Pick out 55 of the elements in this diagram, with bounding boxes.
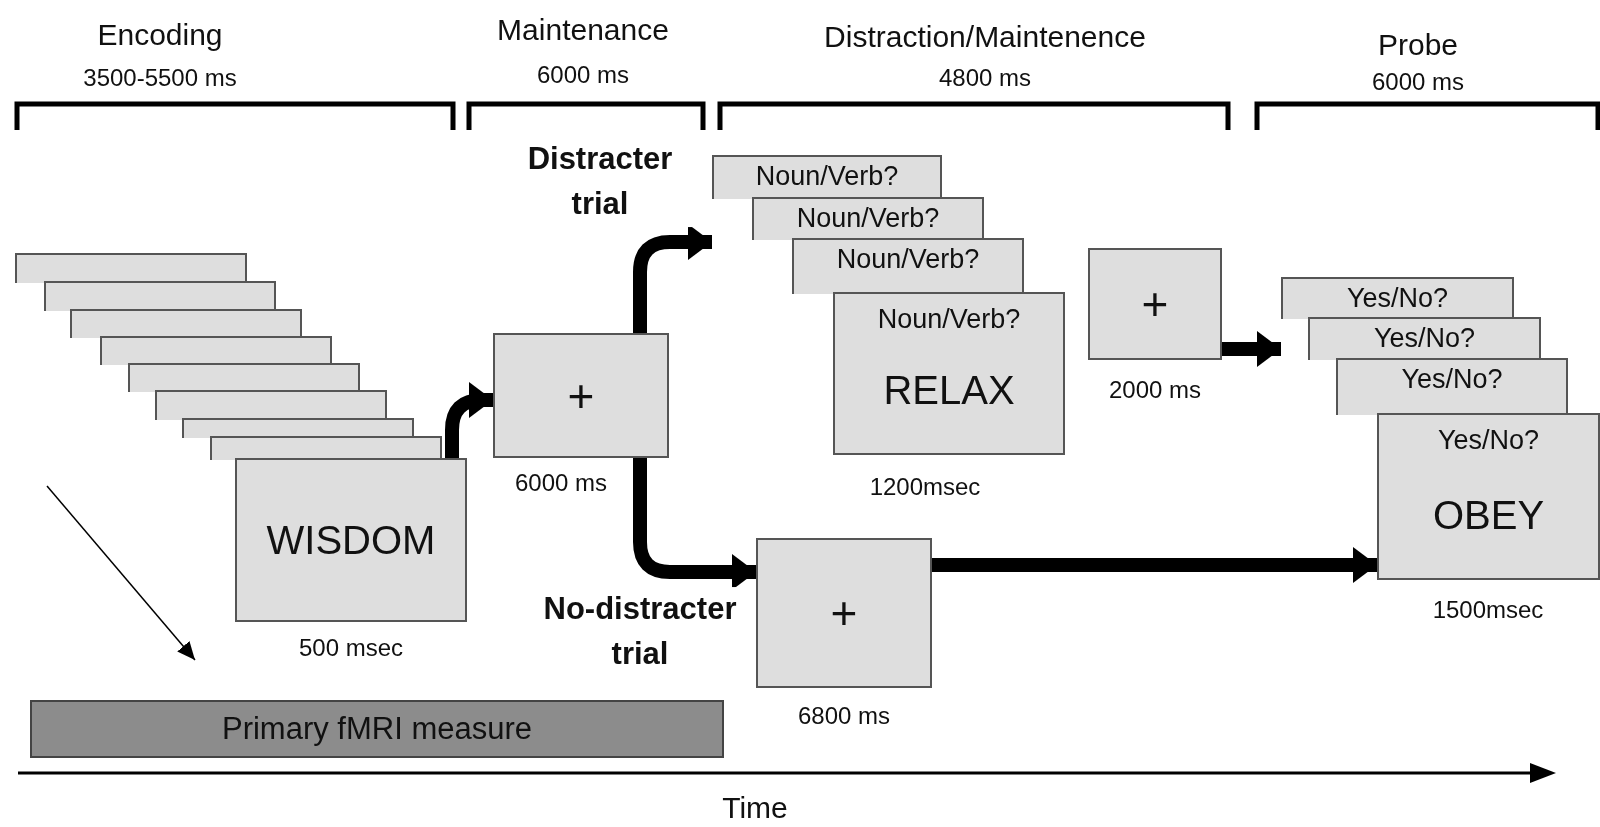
stimulus-card	[15, 253, 247, 283]
stimulus-card	[1377, 413, 1600, 580]
measure-bar	[30, 700, 724, 758]
stimulus-card	[792, 238, 1024, 294]
arrow	[445, 382, 493, 458]
duration-label: 6000 ms	[514, 469, 608, 497]
stimulus-card	[712, 155, 942, 199]
stimulus-card	[493, 333, 669, 458]
fixation-cross: +	[829, 586, 859, 640]
phase-title: Maintenance	[497, 13, 669, 47]
stimulus-card	[752, 197, 984, 240]
stimulus-card	[155, 390, 387, 420]
fixation-cross: +	[1140, 277, 1170, 331]
phase-title: Distraction/Maintenence	[824, 20, 1146, 54]
phase-duration: 6000 ms	[1371, 68, 1465, 96]
stimulus-card	[235, 458, 467, 622]
phase-title: Probe	[1377, 28, 1459, 62]
arrow	[1222, 331, 1281, 367]
stimulus-card	[100, 336, 332, 365]
arrow	[932, 547, 1377, 583]
phase-duration: 3500-5500 ms	[83, 64, 237, 92]
stimulus-card	[1281, 277, 1514, 319]
prompt-text: Noun/Verb?	[795, 203, 941, 234]
stimulus-card	[1336, 358, 1568, 415]
stimulus-card	[128, 363, 360, 392]
stimulus-card	[182, 418, 414, 438]
prompt-text: Yes/No?	[1345, 283, 1450, 314]
stimulus-card	[1088, 248, 1222, 360]
phase-duration: 4800 ms	[938, 64, 1032, 92]
stimulus-word: WISDOM	[265, 517, 437, 563]
prompt-text: Yes/No?	[1372, 323, 1477, 354]
prompt-text: Noun/Verb?	[835, 244, 981, 275]
bar-label: Primary fMRI measure	[220, 711, 533, 747]
duration-label: 500 msec	[298, 634, 404, 662]
stimulus-card	[756, 538, 932, 688]
fixation-cross: +	[566, 368, 596, 423]
stimulus-word: OBEY	[1431, 493, 1546, 538]
prompt-text: Yes/No?	[1436, 425, 1541, 456]
stimulus-card	[44, 281, 276, 311]
prompt-text: Noun/Verb?	[754, 161, 900, 192]
duration-label: 1200msec	[869, 473, 981, 501]
prompt-text: Yes/No?	[1400, 364, 1504, 395]
stimulus-card	[210, 436, 442, 460]
duration-label: 6800 ms	[797, 702, 891, 730]
phase-duration: 6000 ms	[536, 61, 630, 89]
stimulus-card	[70, 309, 302, 338]
stimulus-word: RELAX	[882, 368, 1016, 413]
stimulus-card	[1308, 317, 1541, 360]
axis-label: Time	[722, 791, 788, 825]
prompt-text: Noun/Verb?	[876, 304, 1022, 335]
duration-label: 1500msec	[1432, 596, 1544, 624]
arrow	[633, 458, 756, 590]
phase-title: Encoding	[97, 18, 223, 52]
duration-label: 2000 ms	[1108, 376, 1202, 404]
stimulus-card	[833, 292, 1065, 455]
